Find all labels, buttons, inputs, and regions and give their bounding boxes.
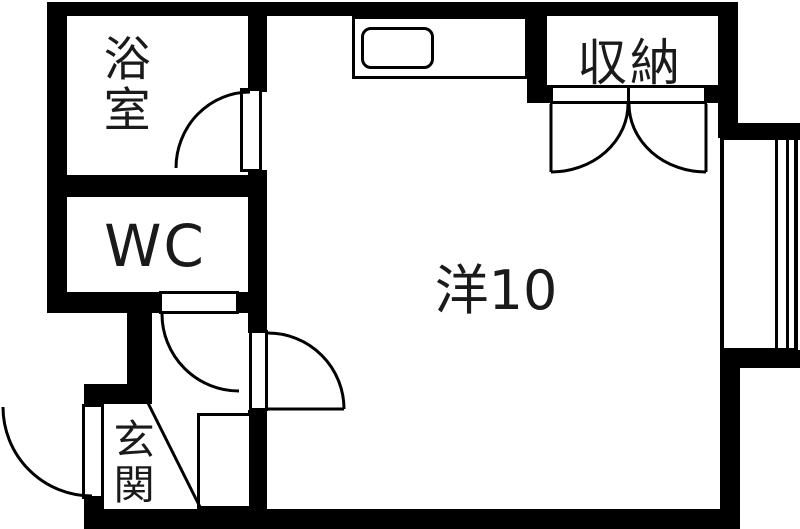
wall-core-lower	[248, 410, 267, 512]
wall-bottom	[84, 509, 740, 529]
wall-core-middle	[248, 170, 267, 333]
wall-top-right-band	[738, 123, 800, 140]
bathroom-door-arc	[174, 90, 251, 169]
wall-closet-left	[527, 16, 547, 103]
closet-label: 収納	[577, 34, 683, 92]
wall-wc-bottom-left	[47, 292, 160, 313]
closet-door-arc-right	[627, 103, 707, 174]
window-pane-line	[775, 140, 778, 348]
wall-entrance-vertical	[127, 312, 152, 388]
window-pane-line	[786, 140, 789, 348]
sliding-window	[720, 136, 798, 352]
entrance-door-arc	[1, 406, 93, 498]
closet-doors-center-divider	[627, 85, 630, 104]
wc-label: WC	[104, 212, 206, 280]
wall-right-lower	[720, 350, 740, 529]
main-room-label: 洋10	[434, 259, 558, 322]
entrance-label: 玄関	[106, 418, 155, 508]
wall-left	[47, 2, 67, 312]
wall-closet-jamb-right	[706, 85, 738, 103]
shoe-cabinet	[197, 413, 252, 509]
kitchen-sink	[361, 27, 434, 69]
wc-door-arc	[160, 313, 240, 393]
main-room-door-arc	[267, 331, 346, 410]
wall-core-upper	[248, 16, 267, 92]
bathroom-label: 浴室	[94, 34, 150, 136]
bathroom-door-leaf	[240, 88, 262, 172]
closet-door-arc-left	[550, 103, 630, 174]
wall-closet-jamb-left	[527, 85, 551, 103]
entrance-door-leaf	[82, 404, 104, 499]
wall-top	[47, 2, 738, 16]
entrance-step-line	[146, 402, 202, 508]
wall-right-upper	[718, 2, 738, 138]
wall-entrance-horizontal	[84, 384, 152, 404]
main-room-door-leaf	[249, 330, 268, 411]
wall-bathroom-bottom	[47, 175, 267, 197]
wall-window-sill	[720, 350, 800, 368]
wc-door-leaf	[159, 291, 239, 314]
